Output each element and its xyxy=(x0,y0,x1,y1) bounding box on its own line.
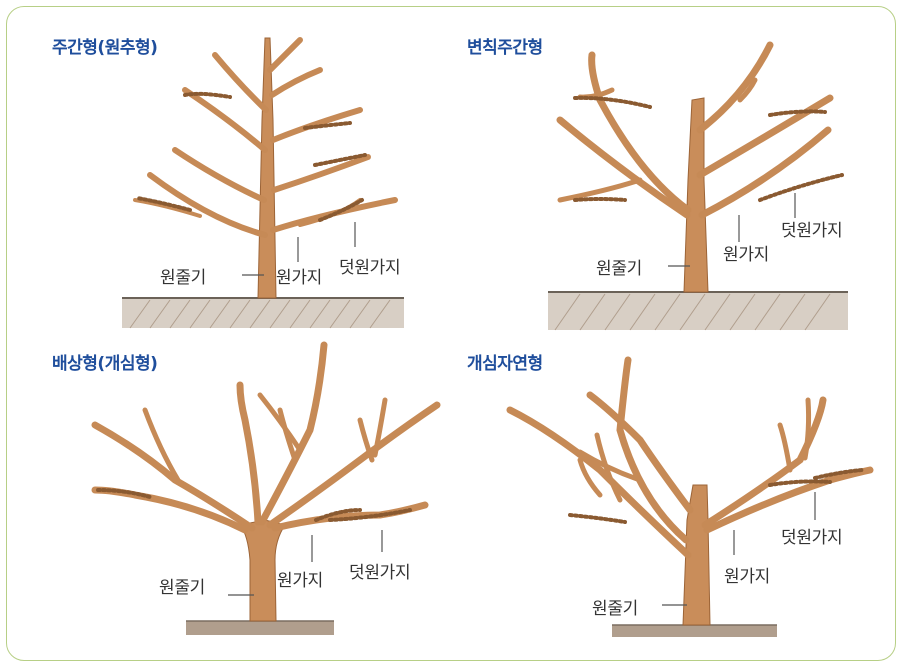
main-trunk xyxy=(682,484,711,626)
panel-title-central-leader: 주간형(원추형) xyxy=(52,38,158,58)
main-trunk xyxy=(683,97,709,293)
ground xyxy=(186,621,334,635)
label-main-trunk: 원줄기 xyxy=(160,268,207,288)
panel-title-open-vase: 배상형(개심형) xyxy=(52,354,158,374)
label-main-branch: 원가지 xyxy=(724,567,771,587)
panel-title-open-center-natural: 개심자연형 xyxy=(467,354,543,374)
ground xyxy=(122,298,404,328)
label-sub-branch: 덧원가지 xyxy=(349,563,411,583)
label-sub-branch: 덧원가지 xyxy=(781,221,843,241)
label-main-trunk: 원줄기 xyxy=(159,578,206,598)
label-main-branch: 원가지 xyxy=(723,245,770,265)
label-main-trunk: 원줄기 xyxy=(592,599,639,619)
ground xyxy=(612,625,777,637)
label-main-branch: 원가지 xyxy=(277,571,324,591)
label-main-trunk: 원줄기 xyxy=(596,259,643,279)
ground xyxy=(548,292,848,330)
label-sub-branch: 덧원가지 xyxy=(781,528,843,548)
panel-title-modified-leader: 변칙주간형 xyxy=(467,38,543,58)
label-main-branch: 원가지 xyxy=(276,268,323,288)
label-sub-branch: 덧원가지 xyxy=(339,258,401,278)
figure-frame xyxy=(6,6,896,661)
